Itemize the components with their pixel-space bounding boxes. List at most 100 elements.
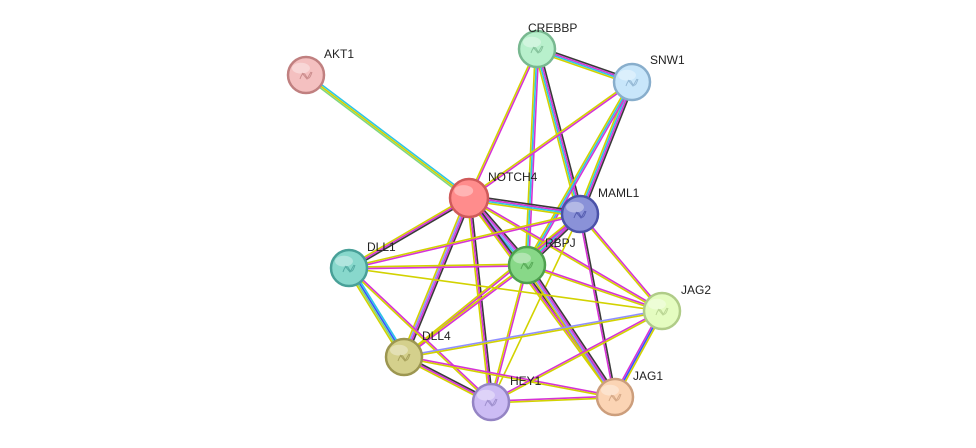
protein-structure-icon xyxy=(484,398,498,407)
edge-rbpj-jag1[interactable] xyxy=(524,263,618,399)
edge-evidence-line xyxy=(305,74,470,199)
edge-evidence-line xyxy=(533,49,579,215)
edge-evidence-line xyxy=(580,82,634,215)
edge-notch4-jag2[interactable] xyxy=(468,196,663,313)
node-dll1[interactable]: DLL1 xyxy=(329,240,396,288)
edge-evidence-line xyxy=(580,212,664,311)
edge-evidence-line xyxy=(349,266,493,402)
edge-dll1-jag2[interactable] xyxy=(348,267,663,312)
edge-evidence-line xyxy=(524,265,614,399)
protein-structure-icon xyxy=(608,393,622,402)
edge-snw1-rbpj[interactable] xyxy=(524,80,635,267)
edge-evidence-line xyxy=(526,81,633,266)
edge-evidence-line xyxy=(404,355,616,397)
node-highlight xyxy=(617,69,636,81)
edge-evidence-line xyxy=(404,198,471,358)
edge-snw1-notch4[interactable] xyxy=(468,80,633,200)
edge-evidence-line xyxy=(468,198,662,313)
node-label-hey1: HEY1 xyxy=(510,374,542,388)
node-highlight xyxy=(454,185,474,197)
edge-evidence-line xyxy=(537,48,582,214)
edge-evidence-line xyxy=(348,197,470,269)
edge-maml1-hey1[interactable] xyxy=(490,213,581,403)
protein-structure-icon xyxy=(655,307,669,316)
edge-evidence-line xyxy=(578,214,615,398)
node-circle xyxy=(448,177,490,219)
node-label-jag2: JAG2 xyxy=(681,283,711,297)
node-dll4[interactable]: DLL4 xyxy=(384,329,451,377)
node-label-akt1: AKT1 xyxy=(324,47,354,61)
edge-maml1-dll1[interactable] xyxy=(348,212,581,270)
node-maml1[interactable]: MAML1 xyxy=(560,186,640,234)
edge-evidence-line xyxy=(491,265,529,403)
protein-structure-icon xyxy=(625,78,639,87)
edge-crebbp-notch4[interactable] xyxy=(467,48,539,199)
node-highlight xyxy=(647,298,666,310)
edge-evidence-line xyxy=(403,309,662,357)
node-label-maml1: MAML1 xyxy=(598,186,640,200)
node-highlight xyxy=(600,384,619,396)
node-label-crebbp: CREBBP xyxy=(528,21,577,35)
edge-evidence-line xyxy=(469,82,633,200)
edge-maml1-jag2[interactable] xyxy=(578,212,664,313)
edge-evidence-line xyxy=(349,265,528,270)
edge-evidence-line xyxy=(348,267,663,312)
node-jag1[interactable]: JAG1 xyxy=(595,369,663,417)
edge-evidence-line xyxy=(528,263,618,397)
node-highlight xyxy=(389,344,408,356)
edge-evidence-line xyxy=(347,195,469,268)
node-jag2[interactable]: JAG2 xyxy=(642,283,711,331)
edge-maml1-jag1[interactable] xyxy=(578,213,617,398)
node-label-jag1: JAG1 xyxy=(633,369,663,383)
edge-evidence-line xyxy=(526,48,538,266)
node-highlight xyxy=(334,255,353,267)
edge-evidence-line xyxy=(525,265,615,398)
edge-evidence-line xyxy=(490,213,581,403)
protein-structure-icon xyxy=(520,261,534,270)
node-notch4[interactable]: NOTCH4 xyxy=(448,170,538,219)
edge-evidence-line xyxy=(491,397,616,404)
edge-rbpj-jag2[interactable] xyxy=(526,263,663,313)
node-rbpj[interactable]: RBPJ xyxy=(507,236,576,285)
edge-evidence-line xyxy=(580,213,617,397)
edge-evidence-line xyxy=(578,81,632,214)
edge-rbpj-dll1[interactable] xyxy=(348,263,528,270)
edge-crebbp-rbpj[interactable] xyxy=(524,48,540,266)
edge-evidence-line xyxy=(490,395,615,402)
edge-dll4-jag1[interactable] xyxy=(403,355,616,399)
edge-evidence-line xyxy=(349,198,471,271)
node-highlight xyxy=(522,36,541,48)
node-highlight xyxy=(512,252,531,264)
edge-dll1-hey1[interactable] xyxy=(347,266,493,404)
edge-evidence-line xyxy=(404,265,528,359)
edge-evidence-line xyxy=(527,263,663,311)
edge-evidence-line xyxy=(578,214,662,313)
edge-notch4-dll1[interactable] xyxy=(347,195,471,271)
edge-evidence-line xyxy=(527,264,617,397)
edge-evidence-line xyxy=(581,82,636,216)
edge-hey1-jag2[interactable] xyxy=(490,309,663,404)
node-crebbp[interactable]: CREBBP xyxy=(517,21,577,69)
node-label-snw1: SNW1 xyxy=(650,53,685,67)
edge-evidence-line xyxy=(527,49,540,266)
edge-evidence-line xyxy=(304,75,469,200)
node-label-dll4: DLL4 xyxy=(422,329,451,343)
edge-dll4-jag2[interactable] xyxy=(403,309,663,359)
edge-rbpj-hey1[interactable] xyxy=(489,264,529,403)
edge-evidence-line xyxy=(469,196,663,311)
node-akt1[interactable]: AKT1 xyxy=(286,47,354,95)
protein-structure-icon xyxy=(342,264,356,273)
edge-crebbp-maml1[interactable] xyxy=(533,48,584,215)
node-snw1[interactable]: SNW1 xyxy=(612,53,685,102)
edge-evidence-line xyxy=(490,309,662,402)
edge-evidence-line xyxy=(491,311,663,404)
edge-hey1-jag1[interactable] xyxy=(490,395,616,404)
edge-akt1-notch4[interactable] xyxy=(304,73,471,200)
protein-structure-icon xyxy=(573,210,587,219)
node-hey1[interactable]: HEY1 xyxy=(471,374,542,422)
edge-evidence-line xyxy=(524,48,537,265)
edge-evidence-line xyxy=(467,48,537,198)
edge-evidence-line xyxy=(402,212,580,357)
